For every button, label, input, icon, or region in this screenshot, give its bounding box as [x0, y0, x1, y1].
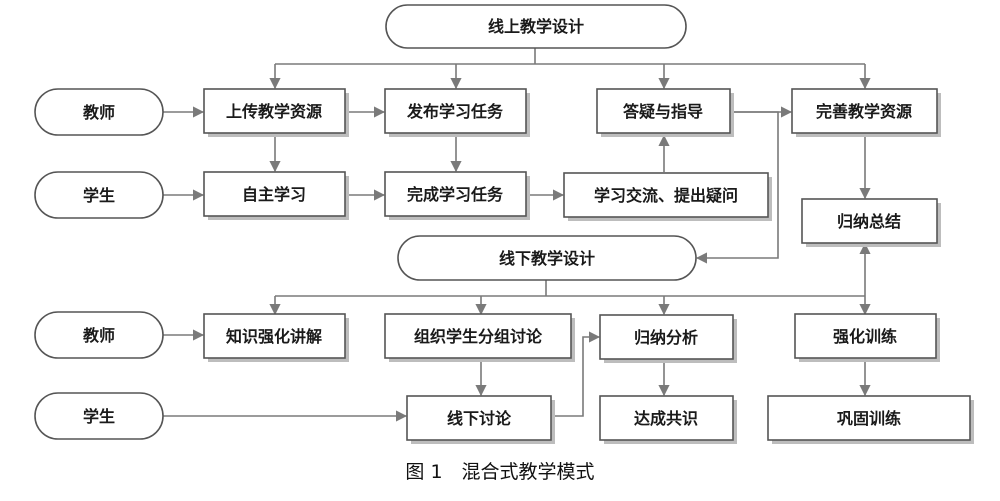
- online-design-node: 线上教学设计: [385, 4, 687, 49]
- student-actor-online: 学生: [34, 171, 164, 219]
- improve-resources-box: 完善教学资源: [791, 88, 941, 137]
- teacher-actor-offline: 教师: [34, 311, 164, 359]
- student-label-online: 学生: [83, 186, 115, 205]
- offline-discussion-box: 线下讨论: [406, 395, 555, 444]
- teacher-label-online: 教师: [83, 103, 115, 122]
- consolidation-label: 巩固训练: [837, 409, 901, 428]
- edge-offline-discussion-analysis: [553, 331, 601, 417]
- upload-resources-label: 上传教学资源: [226, 102, 322, 121]
- induct-analysis-label: 归纳分析: [634, 328, 698, 347]
- complete-tasks-label: 完成学习任务: [407, 185, 504, 204]
- self-study-box: 自主学习: [203, 171, 349, 220]
- answer-guide-box: 答疑与指导: [596, 88, 734, 137]
- offline-design-label: 线下教学设计: [499, 249, 595, 268]
- edges: [163, 48, 871, 422]
- teacher-label-offline: 教师: [83, 326, 115, 345]
- student-actor-offline: 学生: [34, 392, 164, 440]
- exchange-questions-box: 学习交流、提出疑问: [563, 172, 772, 221]
- intensive-training-box: 强化训练: [794, 313, 940, 362]
- publish-tasks-box: 发布学习任务: [384, 88, 530, 137]
- online-design-label: 线上教学设计: [488, 17, 584, 36]
- organize-discussion-box: 组织学生分组讨论: [384, 313, 575, 362]
- offline-discussion-label: 线下讨论: [447, 409, 512, 428]
- organize-discussion-label: 组织学生分组讨论: [414, 327, 543, 346]
- consensus-box: 达成共识: [599, 395, 737, 444]
- improve-resources-label: 完善教学资源: [816, 102, 912, 121]
- upload-resources-box: 上传教学资源: [203, 88, 349, 137]
- figure-caption: 图 1 混合式教学模式: [405, 461, 594, 483]
- self-study-label: 自主学习: [242, 185, 306, 204]
- complete-tasks-box: 完成学习任务: [384, 171, 530, 220]
- student-label-offline: 学生: [83, 407, 115, 426]
- consolidation-box: 巩固训练: [767, 395, 974, 444]
- publish-tasks-label: 发布学习任务: [406, 102, 504, 121]
- offline-design-node: 线下教学设计: [397, 235, 697, 281]
- consensus-label: 达成共识: [634, 409, 698, 428]
- summarize-box: 归纳总结: [801, 198, 941, 247]
- knowledge-explain-box: 知识强化讲解: [203, 313, 349, 362]
- edge-answer-offline-design: [695, 111, 779, 264]
- knowledge-explain-label: 知识强化讲解: [226, 327, 322, 346]
- intensive-training-label: 强化训练: [833, 327, 897, 346]
- teacher-actor-online: 教师: [34, 88, 164, 136]
- induct-analysis-box: 归纳分析: [599, 314, 737, 363]
- summarize-label: 归纳总结: [837, 212, 901, 231]
- answer-guide-label: 答疑与指导: [623, 102, 703, 121]
- exchange-questions-label: 学习交流、提出疑问: [594, 186, 738, 205]
